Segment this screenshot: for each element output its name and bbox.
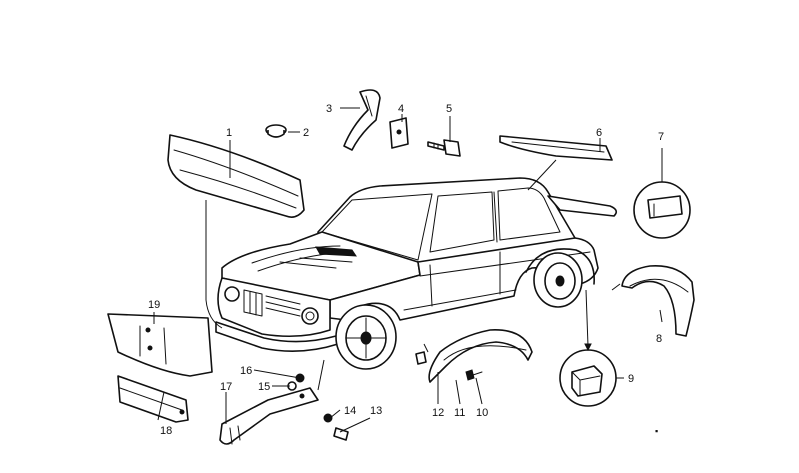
callout-9: 9 [628, 373, 634, 385]
callout-5: 5 [446, 103, 452, 115]
callout-16: 16 [240, 365, 252, 377]
part-19-plate-holder [107, 313, 213, 377]
part-6-rear-spoiler [499, 135, 613, 161]
callout-14: 14 [344, 405, 356, 417]
part-13-bolt [333, 427, 349, 441]
part-9-detail-circle [559, 349, 617, 407]
callout-11: 11 [454, 407, 465, 419]
front-wheel [335, 304, 397, 370]
part-2-plug [265, 124, 287, 138]
part-8-rear-flare [621, 265, 695, 337]
leader-lines [153, 107, 663, 433]
callout-8: 8 [656, 333, 662, 345]
part-5-bolt [427, 139, 461, 157]
callout-12: 12 [432, 407, 444, 419]
car-body [215, 177, 618, 370]
callout-19: 19 [148, 299, 160, 311]
callouts: 1 2 3 4 5 6 7 8 9 10 11 12 13 14 15 16 1… [148, 103, 664, 437]
callout-17: 17 [220, 381, 232, 393]
part-11-front-flare [428, 329, 533, 383]
callout-18: 18 [160, 425, 172, 437]
part-18-bracket [117, 375, 189, 423]
callout-13: 13 [370, 405, 382, 417]
part-12-nut [415, 351, 427, 365]
callout-1: 1 [226, 127, 232, 139]
callout-7: 7 [658, 131, 664, 143]
part-7-detail-circle [633, 181, 691, 239]
callout-15: 15 [258, 381, 270, 393]
callout-10: 10 [476, 407, 488, 419]
part-1-front-spoiler [167, 134, 305, 218]
part-10-screw [465, 369, 483, 381]
part-4-clip [389, 117, 409, 149]
callout-4: 4 [398, 103, 404, 115]
callout-2: 2 [303, 127, 309, 139]
rear-wheel [533, 252, 583, 308]
part-3-bracket [343, 89, 381, 151]
corner-mark: ▪ [655, 426, 658, 436]
part-17-bracket [219, 387, 319, 445]
part-14-nut [323, 413, 333, 423]
callout-6: 6 [596, 127, 602, 139]
callout-3: 3 [326, 103, 332, 115]
